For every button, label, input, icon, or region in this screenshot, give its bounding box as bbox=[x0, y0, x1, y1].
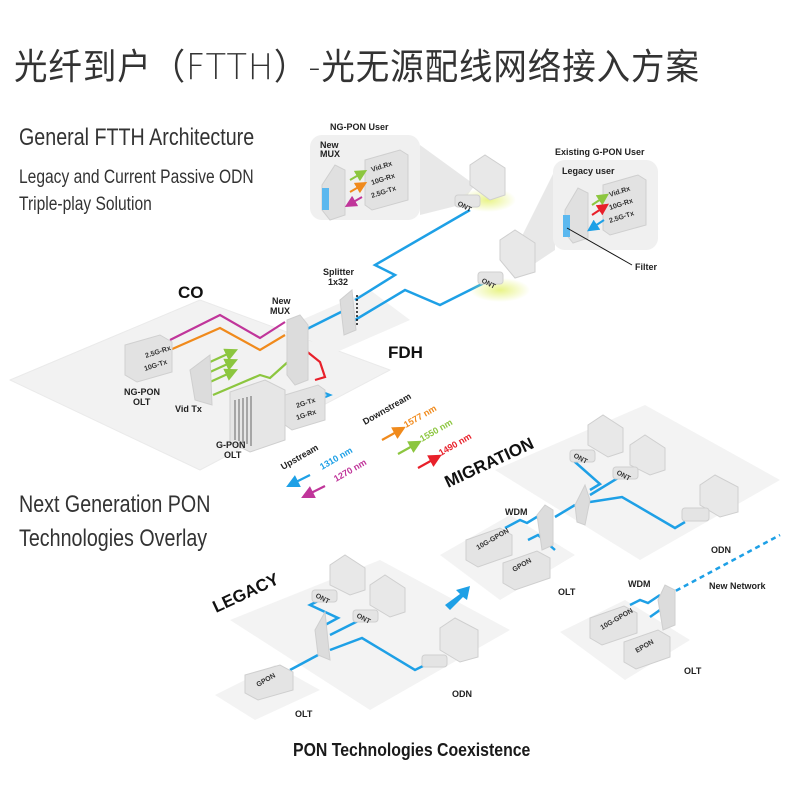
migration-10g-gpon-olt bbox=[465, 527, 513, 568]
legacy-odn-label: ODN bbox=[452, 689, 472, 699]
fiber-new-network bbox=[667, 533, 781, 597]
migration-gpon-olt bbox=[502, 550, 551, 591]
ngpon-user-arrow-vid bbox=[349, 169, 368, 182]
ngpon-user-mux-2: MUX bbox=[320, 149, 340, 159]
new-olt-label: OLT bbox=[684, 666, 702, 676]
section-architecture-subtitle-1: Legacy and Current Passive ODN bbox=[19, 167, 254, 188]
fiber-mig-10g-wdm bbox=[504, 513, 541, 530]
fiber-lines bbox=[289, 208, 781, 672]
gpon-user-filter bbox=[563, 215, 570, 237]
migration-house-3 bbox=[681, 474, 739, 522]
section-architecture-subtitle-2: Triple-play Solution bbox=[19, 194, 152, 215]
page-title: 光纤到户（FTTH）-光无源配线网络接入方案 bbox=[14, 47, 700, 88]
house-ngpon-user bbox=[454, 154, 506, 208]
vid-tx-device bbox=[189, 354, 213, 406]
ngpon-user-filter bbox=[322, 188, 329, 210]
section-architecture-title: General FTTH Architecture bbox=[19, 124, 255, 151]
ngpon-olt-label-2: OLT bbox=[133, 397, 151, 407]
new-mux-label-1: New bbox=[272, 296, 292, 306]
gpon-user-subtitle: Legacy user bbox=[562, 166, 615, 176]
gpon-olt-device bbox=[229, 379, 286, 453]
legacy-house-3 bbox=[421, 617, 479, 668]
co-label: CO bbox=[178, 283, 204, 302]
fiber-legacy-split-house3 bbox=[329, 636, 426, 672]
fdh-label: FDH bbox=[388, 343, 423, 362]
signal-orange bbox=[169, 326, 286, 352]
fiber-new-10g-wdm bbox=[629, 593, 661, 607]
ngpon-olt-label-1: NG-PON bbox=[124, 387, 160, 397]
splitter-device bbox=[339, 289, 357, 336]
fiber-splitter-ont2 bbox=[354, 278, 491, 322]
migration-house-2 bbox=[612, 434, 666, 480]
new-mux-label-2: MUX bbox=[270, 306, 290, 316]
new-wdm-label: WDM bbox=[628, 579, 651, 589]
section-overlay-title-1: Next Generation PON bbox=[19, 491, 211, 518]
legend-arrow-1577 bbox=[381, 426, 406, 441]
legend-arrow-1310 bbox=[286, 474, 311, 487]
upstream-label: Upstream bbox=[279, 442, 320, 471]
wavelength-1550: 1550 nm bbox=[418, 417, 454, 444]
fiber-mux-splitter bbox=[304, 308, 346, 332]
house-gpon-user bbox=[477, 229, 536, 285]
legacy-house-2 bbox=[352, 574, 406, 623]
legacy-splitter bbox=[314, 610, 331, 661]
signal-magenta bbox=[169, 313, 286, 341]
gpon-ports-block bbox=[284, 384, 326, 431]
fiber-mig-wdm-splitter bbox=[554, 503, 576, 519]
migration-platform-odn bbox=[495, 405, 780, 560]
filter-label: Filter bbox=[635, 262, 658, 272]
fiber-splitter-ont1 bbox=[354, 208, 471, 302]
ngpon-user-mux-1: New bbox=[320, 140, 340, 150]
ngpon-user-arrow-2g5 bbox=[344, 195, 363, 208]
splitter-label-1: Splitter bbox=[323, 267, 355, 277]
legend-arrow-1550 bbox=[397, 440, 422, 455]
legend-arrow-1490 bbox=[417, 454, 442, 469]
ont-box-2 bbox=[477, 271, 504, 285]
migration-house-1 bbox=[569, 414, 624, 463]
legacy-gpon-olt bbox=[244, 664, 294, 701]
wavelength-1490: 1490 nm bbox=[437, 431, 473, 458]
gpon-olt-slots bbox=[234, 396, 252, 446]
vid-arrow-2 bbox=[209, 358, 239, 374]
legacy-olt-label: OLT bbox=[295, 709, 313, 719]
legacy-platform-odn bbox=[230, 560, 510, 710]
migration-splitter bbox=[574, 483, 591, 526]
migration-odn-label: ODN bbox=[711, 545, 731, 555]
legend-arrow-1270 bbox=[301, 485, 326, 498]
signal-green bbox=[212, 359, 291, 397]
gpon-olt-label-2: OLT bbox=[224, 450, 242, 460]
migration-wdm-label: WDM bbox=[505, 507, 528, 517]
migration-olt-label: OLT bbox=[558, 587, 576, 597]
migration-wdm bbox=[536, 504, 554, 551]
vid-arrow-1 bbox=[209, 368, 239, 384]
fiber-mig-split-house3 bbox=[589, 495, 686, 530]
fiber-legacy-olt-splitter bbox=[289, 653, 319, 672]
new-mux-device bbox=[286, 314, 309, 386]
filter-pointer bbox=[566, 227, 633, 266]
ont-box-1 bbox=[454, 194, 481, 208]
new-epon-olt bbox=[623, 629, 671, 670]
new-wdm bbox=[657, 584, 676, 631]
ngpon-user-port-stack bbox=[364, 149, 409, 211]
legacy-house-1 bbox=[311, 554, 366, 603]
diagram-caption: PON Technologies Coexistence bbox=[293, 740, 531, 760]
gpon-user-arrow-10g bbox=[591, 203, 609, 216]
new-10g-gpon-olt bbox=[589, 605, 638, 646]
vid-tx-label: Vid Tx bbox=[175, 404, 202, 414]
section-overlay-title-2: Technologies Overlay bbox=[19, 525, 208, 552]
ngpon-olt-device bbox=[124, 334, 173, 383]
new-network-label: New Network bbox=[709, 581, 767, 591]
gpon-olt-label-1: G-PON bbox=[216, 440, 246, 450]
ngpon-user-title: NG-PON User bbox=[330, 122, 389, 132]
splitter-label-2: 1x32 bbox=[328, 277, 348, 287]
gpon-user-port-stack bbox=[602, 174, 647, 236]
ngpon-user-arrow-10g bbox=[349, 181, 368, 194]
gpon-user-arrow-vid bbox=[591, 193, 609, 206]
gpon-user-title: Existing G-PON User bbox=[555, 147, 645, 157]
vid-arrow-3 bbox=[209, 348, 239, 364]
migration-arrow bbox=[445, 586, 470, 610]
gpon-user-arrow-2g5 bbox=[587, 219, 605, 232]
